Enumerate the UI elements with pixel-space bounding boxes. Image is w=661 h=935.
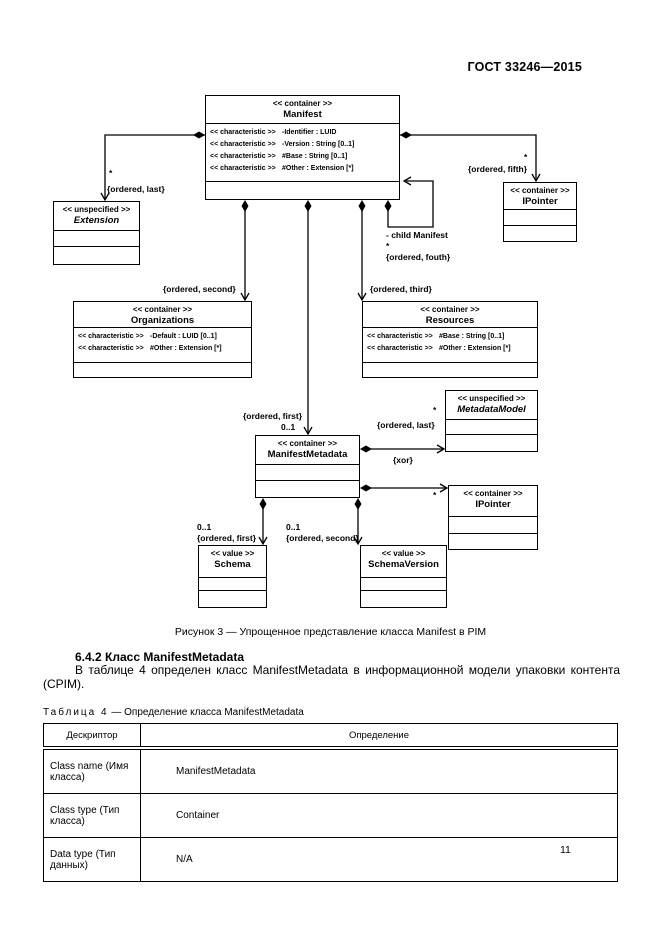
connector-manifestmetadata-ipointer-bottom: [371, 483, 449, 493]
table-caption-label: Таблица 4: [43, 707, 109, 718]
section-heading: 6.4.2 Класс ManifestMetadata: [75, 650, 245, 664]
empty-compartment: [199, 591, 266, 607]
empty-compartment: [361, 578, 446, 591]
connector-manifest-organizations: [240, 206, 250, 302]
page-number: 11: [560, 844, 571, 856]
uml-class-schema: << value >> Schema: [198, 545, 267, 608]
aggregation-diamond: [384, 200, 392, 212]
empty-compartment: [449, 517, 537, 534]
uml-class-manifestmetadata: << container >> ManifestMetadata: [255, 435, 360, 498]
connector-manifest-ipointer-top: [400, 134, 541, 183]
connector-manifest-resources: [357, 206, 367, 302]
standard-number-header: ГОСТ 33246—2015: [467, 60, 582, 74]
table-caption-title: — Определение класса ManifestMetadata: [108, 707, 304, 718]
table-row: Data type (Тип данных) N/A: [43, 837, 618, 882]
uml-class-organizations: << container >> Organizations << charact…: [73, 301, 252, 378]
empty-compartment: [504, 210, 576, 226]
definition-cell: Container: [140, 793, 618, 838]
multiplicity-label: *: [386, 241, 390, 251]
empty-compartment: [446, 435, 537, 451]
table-header-row: Дескриптор Определение: [43, 723, 618, 750]
constraint-label: {ordered, fouth}: [386, 252, 451, 262]
uml-class-ipointer-top: << container >> IPointer: [503, 182, 577, 242]
multiplicity-label: 0..1: [286, 522, 301, 532]
empty-compartment: [199, 578, 266, 591]
definition-cell: ManifestMetadata: [140, 747, 618, 794]
aggregation-diamond: [304, 200, 312, 212]
multiplicity-label: 0..1: [281, 422, 296, 432]
multiplicity-label: 0..1: [197, 522, 212, 532]
aggregation-diamond: [259, 498, 267, 510]
empty-compartment: [54, 231, 139, 247]
constraint-label: {ordered, third}: [370, 284, 432, 294]
aggregation-diamond: [360, 445, 372, 453]
uml-class-resources: << container >> Resources << characteris…: [362, 301, 538, 378]
uml-connector-lines: [100, 131, 541, 546]
figure-caption: Рисунок 3 — Упрощенное представление кла…: [174, 626, 487, 638]
class-attributes: << characteristic >>-Default : LUID [0..…: [74, 328, 251, 363]
body-paragraph: В таблице 4 определен класс ManifestMeta…: [43, 663, 620, 691]
empty-compartment: [256, 481, 359, 497]
empty-compartment: [363, 363, 537, 377]
column-header-definition: Определение: [140, 723, 618, 750]
connector-manifest-manifestmetadata: [303, 206, 313, 436]
uml-class-manifest: << container >> Manifest << characterist…: [205, 95, 400, 200]
aggregation-diamond: [354, 498, 362, 510]
descriptor-cell: Class type (Тип класса): [43, 793, 141, 838]
empty-compartment: [449, 534, 537, 549]
constraint-label: {ordered, first}: [197, 533, 257, 543]
aggregation-diamond: [400, 131, 412, 139]
uml-class-extension: << unspecified >> Extension: [53, 201, 140, 265]
aggregation-diamond: [193, 131, 205, 139]
empty-compartment: [54, 247, 139, 264]
column-header-descriptor: Дескриптор: [43, 723, 141, 750]
aggregation-diamond: [241, 200, 249, 212]
descriptor-cell: Class name (Имя класса): [43, 747, 141, 794]
table-caption: Таблица 4 — Определение класса ManifestM…: [43, 707, 304, 718]
multiplicity-label: *: [433, 490, 437, 500]
constraint-label: {ordered, last}: [107, 184, 165, 194]
multiplicity-label: *: [433, 405, 437, 415]
definition-table: Дескриптор Определение Class name (Имя к…: [43, 723, 618, 882]
table-row: Class type (Тип класса) Container: [43, 793, 618, 838]
empty-compartment: [361, 591, 446, 607]
definition-cell: N/A: [140, 837, 618, 882]
class-attributes: << characteristic >>#Base : String [0..1…: [363, 328, 537, 363]
empty-compartment: [74, 363, 251, 377]
class-header: << container >> Manifest: [206, 96, 399, 124]
class-attributes: << characteristic >>-Identifier : LUID <…: [206, 124, 399, 182]
empty-compartment: [206, 182, 399, 199]
role-label: - child Manifest: [386, 230, 448, 240]
empty-compartment: [504, 226, 576, 241]
constraint-label: {xor}: [393, 455, 413, 465]
aggregation-diamond: [358, 200, 366, 212]
descriptor-cell: Data type (Тип данных): [43, 837, 141, 882]
constraint-label: {ordered, last}: [377, 420, 435, 430]
uml-class-metadatamodel: << unspecified >> MetadataModel: [445, 390, 538, 452]
connector-manifest-extension: [100, 134, 205, 202]
aggregation-diamond: [360, 484, 372, 492]
connector-manifest-self-child: [387, 176, 434, 228]
multiplicity-label: *: [524, 152, 528, 162]
constraint-label: {ordered, second}: [286, 533, 359, 543]
constraint-label: {ordered, fifth}: [468, 164, 528, 174]
constraint-label: {ordered, first}: [243, 411, 303, 421]
uml-class-ipointer-bottom: << container >> IPointer: [448, 485, 538, 550]
table-row: Class name (Имя класса) ManifestMetadata: [43, 747, 618, 794]
empty-compartment: [446, 420, 537, 435]
multiplicity-label: *: [109, 168, 113, 178]
empty-compartment: [256, 465, 359, 481]
uml-class-schemaversion: << value >> SchemaVersion: [360, 545, 447, 608]
constraint-label: {ordered, second}: [163, 284, 236, 294]
connector-manifestmetadata-metadatamodel: [371, 444, 446, 454]
